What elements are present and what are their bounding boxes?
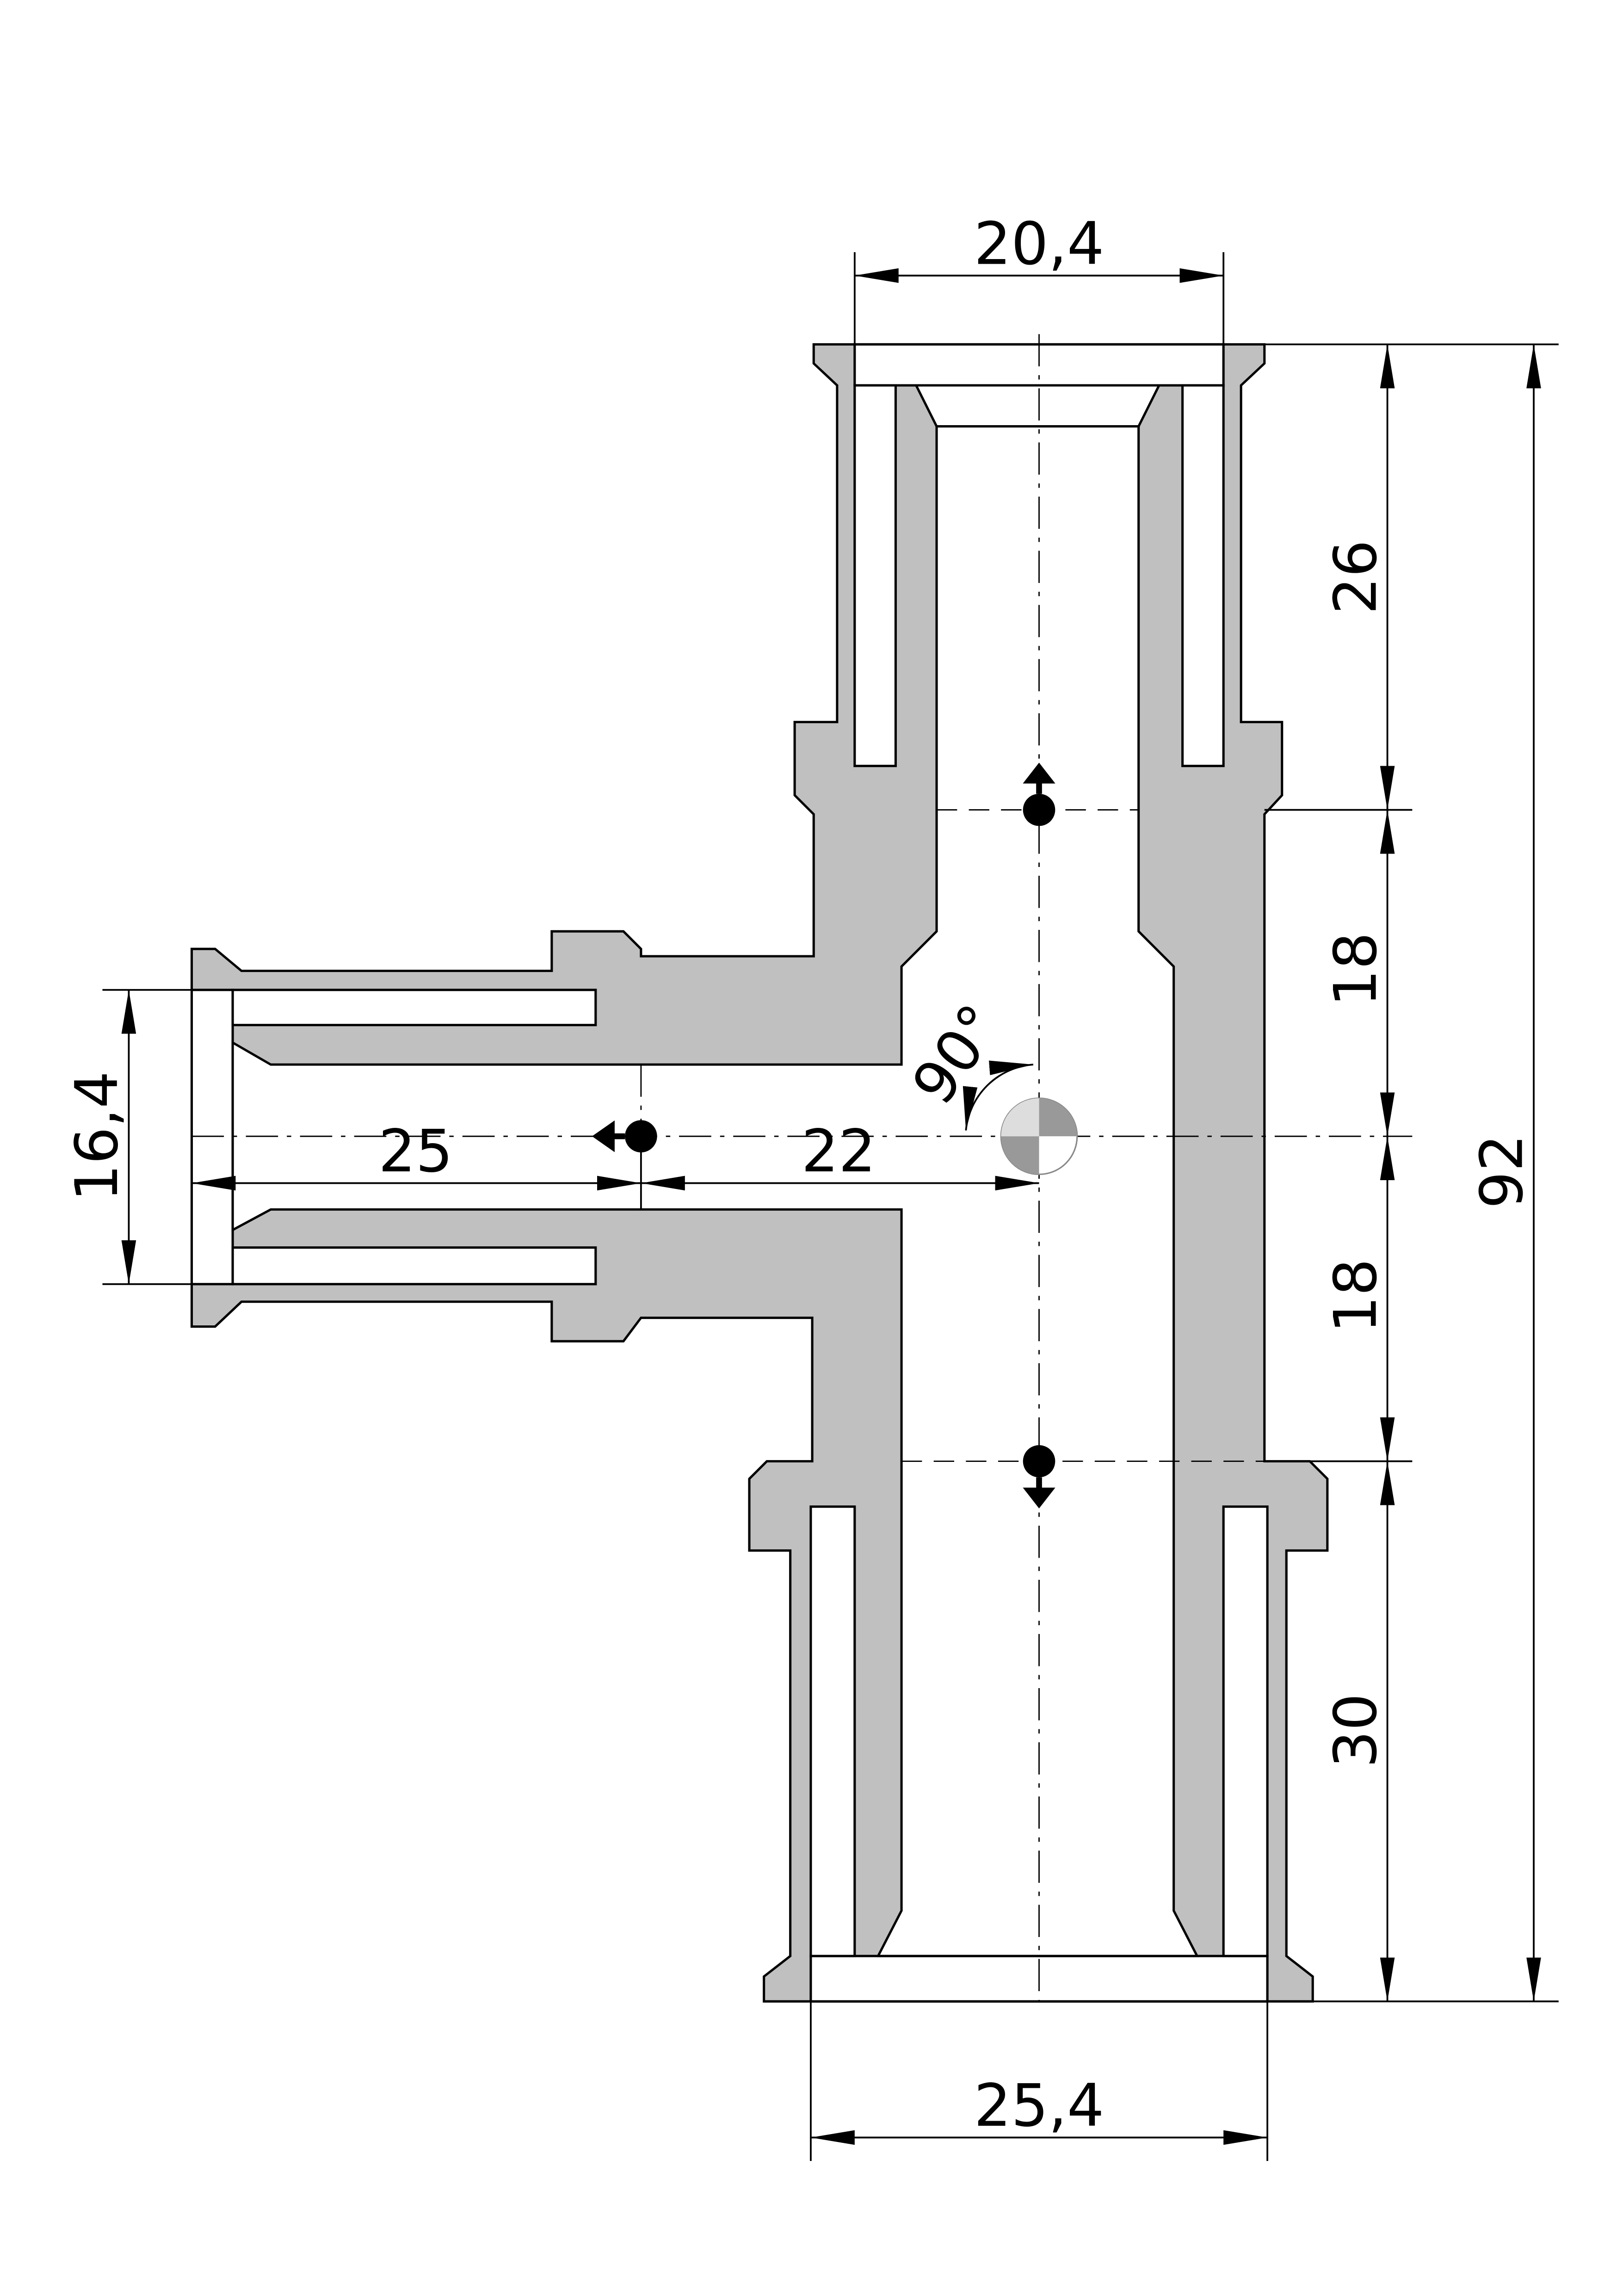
dim-branch-length: 25	[378, 1117, 453, 1185]
dimension-lines	[102, 252, 1559, 2161]
fitting-body	[190, 343, 1329, 2003]
reference-point-top	[1023, 793, 1055, 826]
dim-lower-center: 18	[1321, 1259, 1389, 1333]
dim-bottom-length: 30	[1321, 1693, 1389, 1768]
dim-top-diameter: 20,4	[974, 210, 1105, 278]
dim-top-length: 26	[1321, 540, 1389, 614]
dim-upper-center: 18	[1321, 932, 1389, 1007]
reference-point-bottom	[1023, 1445, 1055, 1478]
dim-bottom-diameter: 25,4	[974, 2072, 1105, 2140]
dim-branch-diameter: 16,4	[63, 1071, 131, 1201]
dim-overall-length: 92	[1468, 1134, 1536, 1209]
center-of-gravity-icon	[1000, 1097, 1078, 1176]
dim-branch-center: 22	[802, 1117, 876, 1185]
